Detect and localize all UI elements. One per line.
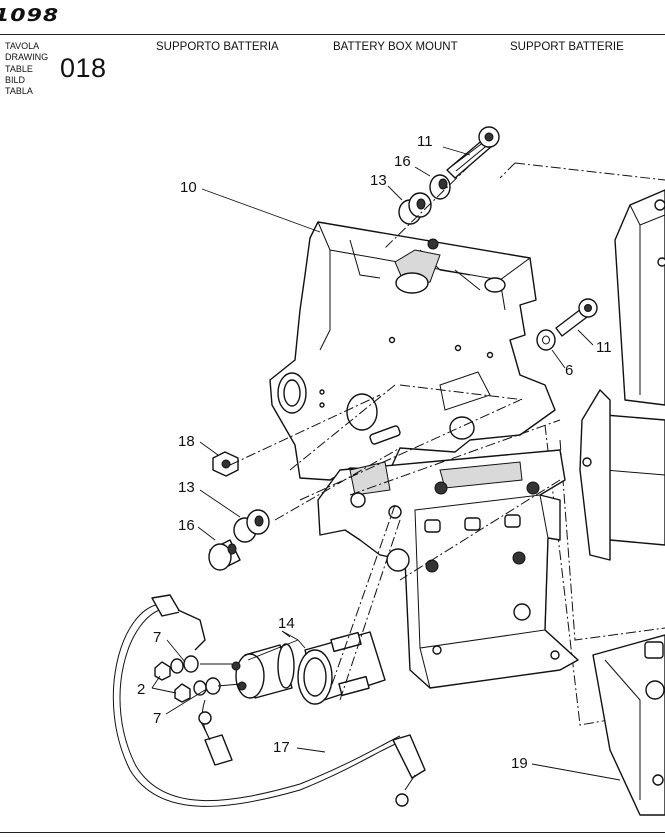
title-italian: SUPPORTO BATTERIA bbox=[156, 41, 279, 53]
callout-labels: 11 16 13 10 11 6 18 13 16 14 7 2 7 17 19 bbox=[137, 133, 612, 772]
callout-11-upper: 11 bbox=[417, 133, 433, 150]
callout-18: 18 bbox=[178, 433, 195, 450]
callout-10: 10 bbox=[180, 179, 197, 196]
callout-16-lower: 16 bbox=[178, 517, 195, 534]
callout-6: 6 bbox=[565, 362, 573, 379]
table-label-de: BILD bbox=[5, 74, 26, 85]
callout-7-upper: 7 bbox=[153, 629, 161, 646]
title-french: SUPPORT BATTERIE bbox=[510, 41, 624, 53]
part-11-bolt-upper bbox=[446, 126, 500, 179]
part-10-battery-tray bbox=[269, 221, 556, 481]
callout-13-lower: 13 bbox=[178, 479, 195, 496]
title-english: BATTERY BOX MOUNT bbox=[333, 41, 458, 53]
header-divider bbox=[0, 34, 665, 35]
callout-7-lower: 7 bbox=[153, 710, 161, 727]
callout-16-upper: 16 bbox=[394, 153, 411, 170]
part-16-spacer-lower bbox=[208, 539, 241, 571]
battery-box bbox=[604, 189, 665, 546]
part-19-cover bbox=[592, 634, 665, 816]
part-11-bolt-right bbox=[555, 298, 598, 337]
table-label-it: TAVOLA bbox=[5, 41, 40, 51]
leader-lines bbox=[151, 146, 621, 781]
part-14-starter-relay bbox=[231, 631, 386, 705]
callout-19: 19 bbox=[511, 755, 528, 772]
callout-14: 14 bbox=[278, 615, 295, 632]
assembly-outline bbox=[499, 162, 665, 726]
callout-11-right: 11 bbox=[596, 339, 612, 356]
table-label-es: TABLA bbox=[5, 86, 33, 97]
side-mount-plate bbox=[579, 389, 611, 561]
table-label-block: TAVOLA DRAWING TABLE BILD TABLA bbox=[5, 41, 48, 97]
part-16-spacer-upper bbox=[429, 174, 451, 200]
part-17-cable bbox=[112, 594, 426, 807]
footer-divider bbox=[0, 832, 665, 833]
assembly-axes bbox=[229, 164, 561, 701]
table-label-uk: TABLE bbox=[5, 63, 33, 74]
part-13-grommet-lower bbox=[233, 509, 270, 543]
callout-2: 2 bbox=[137, 681, 145, 698]
table-number: 018 bbox=[60, 53, 107, 83]
table-label-en: DRAWING bbox=[5, 52, 49, 63]
part-18-nut bbox=[212, 451, 239, 477]
part-6-washer bbox=[536, 329, 556, 351]
model-logo: 1098 bbox=[0, 6, 60, 26]
callout-13-upper: 13 bbox=[370, 172, 387, 189]
callout-17: 17 bbox=[273, 739, 290, 756]
